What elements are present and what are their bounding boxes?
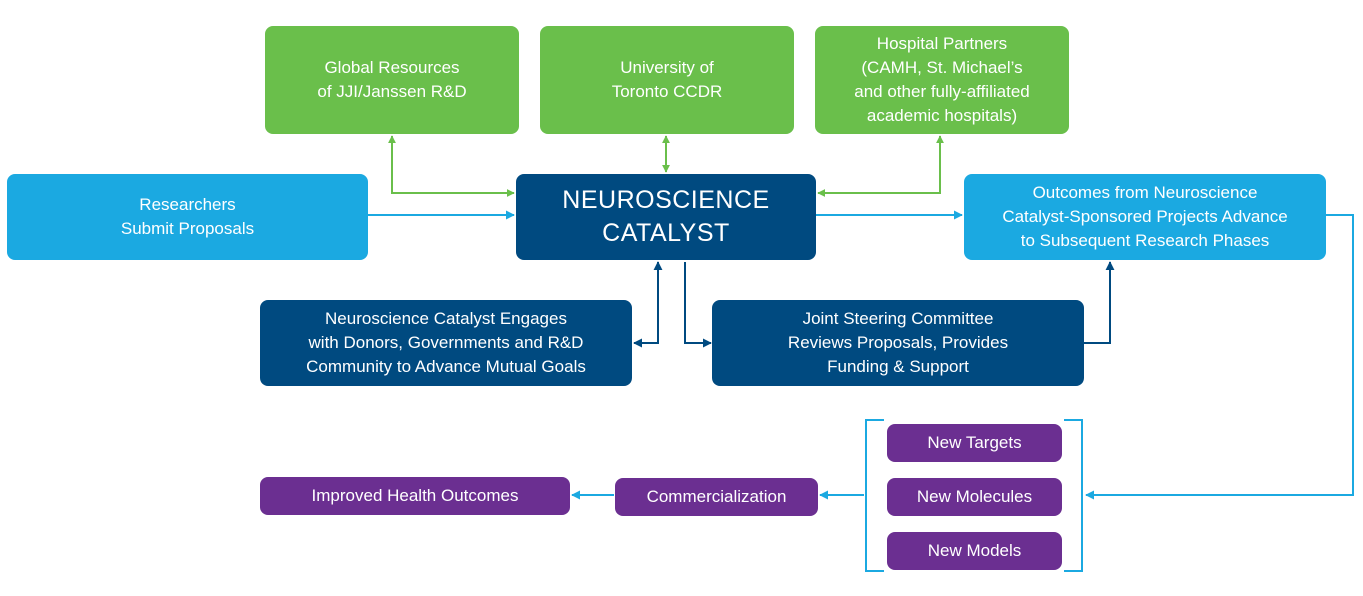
node-university: University of Toronto CCDR [540, 26, 794, 134]
node-new-targets-label: New Targets [927, 433, 1022, 452]
node-outcomes-label: Outcomes from Neuroscience Catalyst-Spon… [1002, 183, 1288, 250]
node-improved-outcomes: Improved Health Outcomes [260, 477, 570, 515]
node-commercialization: Commercialization [615, 478, 818, 516]
arrow-hospital-catalyst [817, 135, 944, 197]
node-researchers-label: Researchers Submit Proposals [120, 195, 255, 238]
arrow-global-catalyst [388, 135, 515, 197]
node-hospital-partners-label: Hospital Partners (CAMH, St. Michael’s a… [854, 34, 1030, 125]
node-new-models-label: New Models [927, 541, 1022, 560]
node-engages: Neuroscience Catalyst Engages with Donor… [260, 300, 632, 386]
arrow-outcomes-results [1085, 214, 1354, 500]
node-new-molecules-label: New Molecules [916, 487, 1033, 506]
node-commercialization-label: Commercialization [646, 487, 787, 506]
node-global-resources-label: Global Resources of JJI/Janssen R&D [317, 58, 467, 101]
node-steering-label: Joint Steering Committee Reviews Proposa… [787, 309, 1009, 376]
node-new-targets: New Targets [887, 424, 1062, 462]
node-global-resources: Global Resources of JJI/Janssen R&D [265, 26, 519, 134]
arrow-steering-outcomes [1084, 261, 1115, 344]
node-hospital-partners: Hospital Partners (CAMH, St. Michael’s a… [815, 26, 1069, 134]
arrow-engages-catalyst [633, 261, 663, 348]
node-new-molecules: New Molecules [887, 478, 1062, 516]
node-university-label: University of Toronto CCDR [611, 58, 723, 101]
node-catalyst: NEUROSCIENCE CATALYST [516, 174, 816, 260]
node-outcomes: Outcomes from Neuroscience Catalyst-Spon… [964, 174, 1326, 260]
node-steering: Joint Steering Committee Reviews Proposa… [712, 300, 1084, 386]
results-bracket-right [1064, 419, 1083, 572]
results-bracket-left [865, 419, 884, 572]
node-new-models: New Models [887, 532, 1062, 570]
node-researchers: Researchers Submit Proposals [7, 174, 368, 260]
arrow-catalyst-steering [684, 262, 712, 348]
node-improved-outcomes-label: Improved Health Outcomes [311, 486, 519, 505]
node-catalyst-label: NEUROSCIENCE CATALYST [562, 186, 770, 247]
node-engages-label: Neuroscience Catalyst Engages with Donor… [306, 309, 586, 376]
